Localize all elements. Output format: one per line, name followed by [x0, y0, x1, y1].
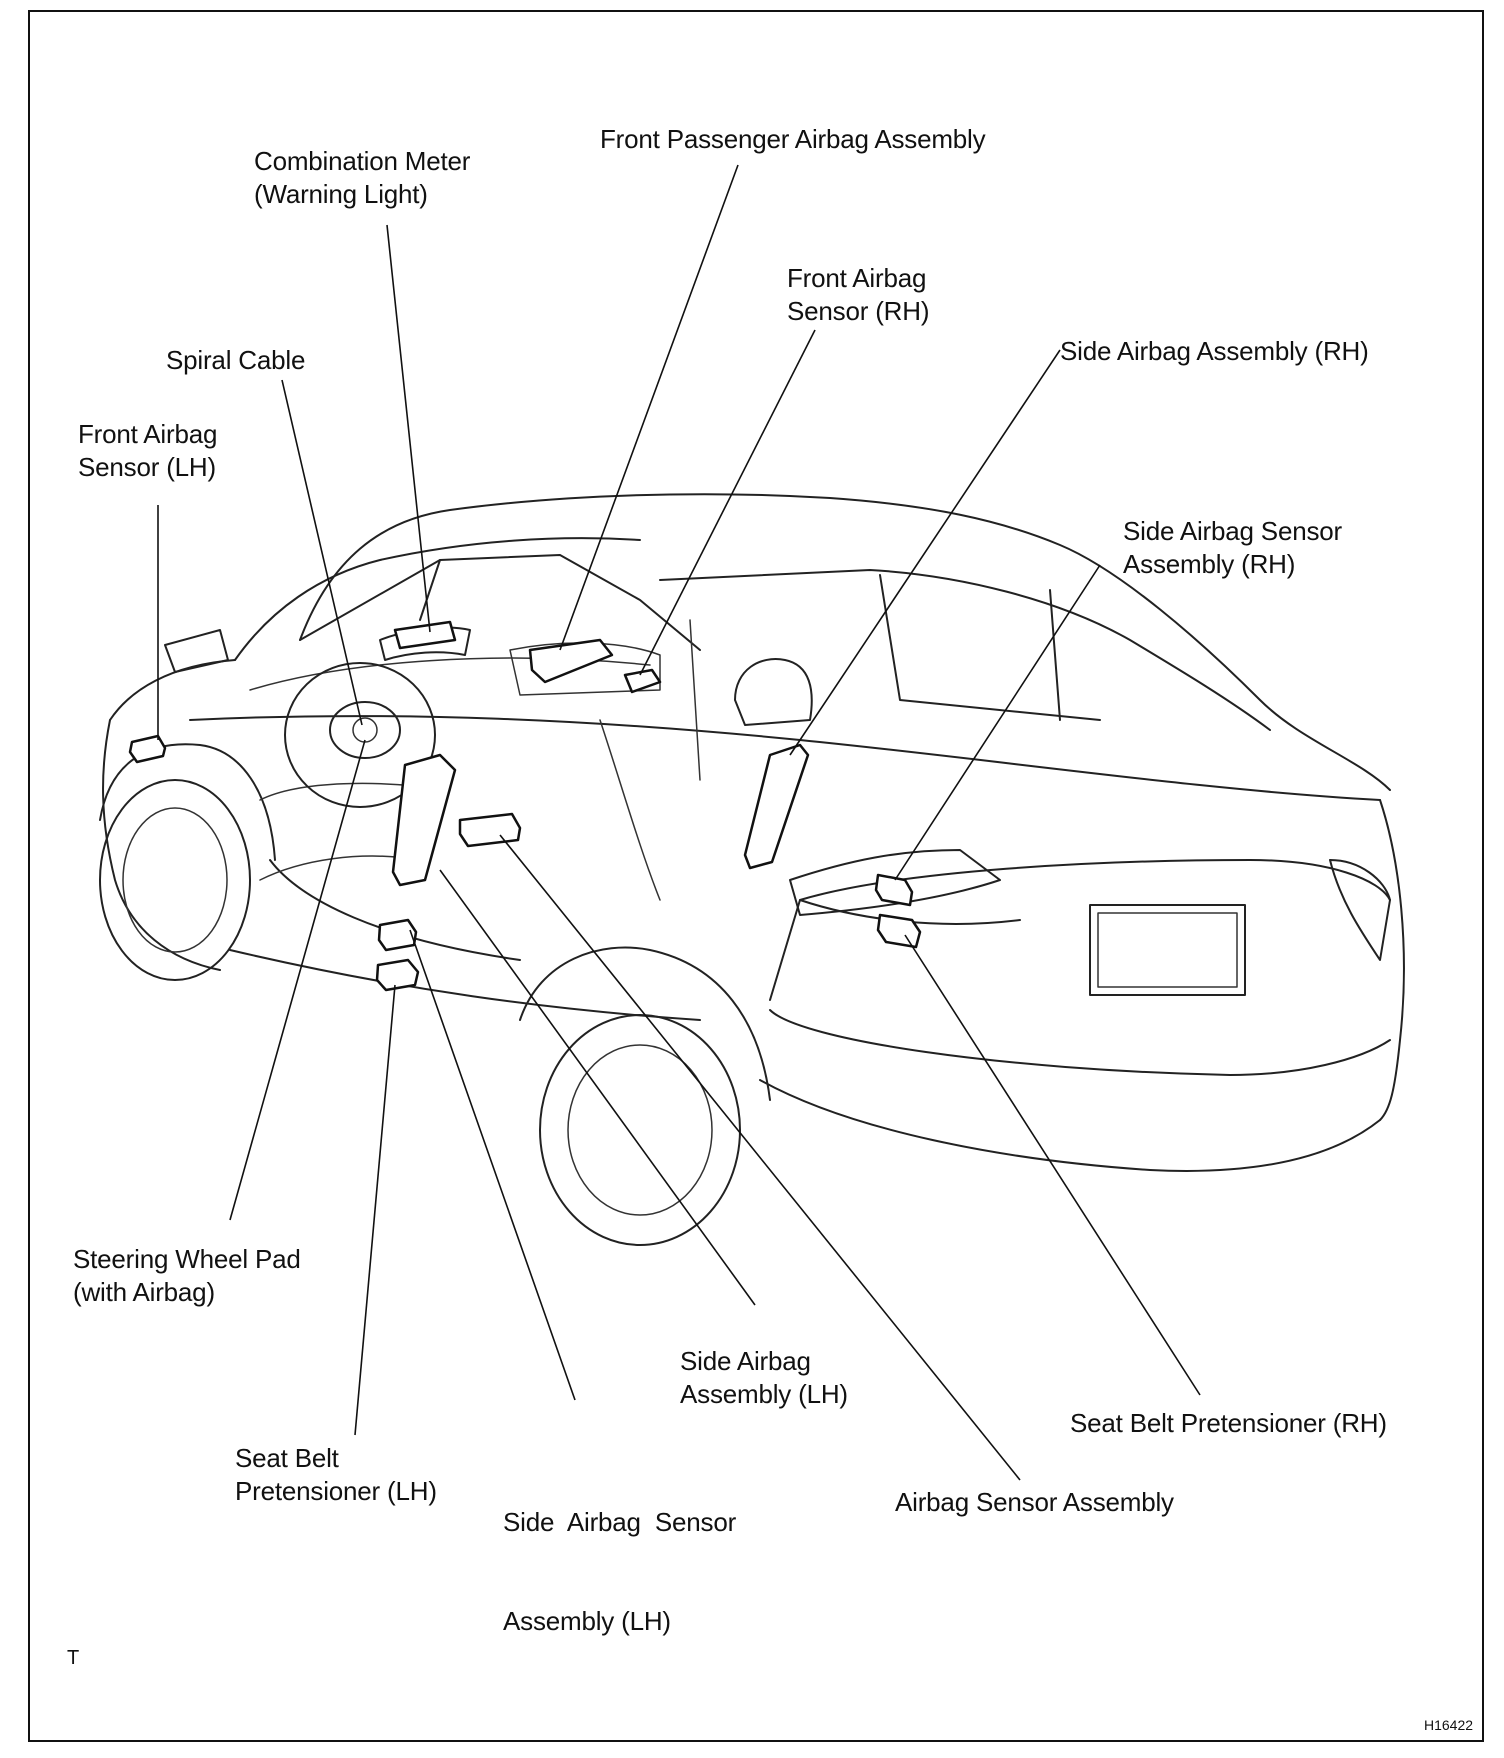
leader-front-passenger-airbag — [559, 164, 739, 651]
seat-belt-pretensioner-lh-shape — [375, 958, 420, 992]
airbag-components — [128, 620, 922, 992]
label-line: Pretensioner (LH) — [235, 1476, 437, 1506]
label-combination-meter: Combination Meter (Warning Light) — [254, 145, 470, 211]
label-steering-wheel-pad: Steering Wheel Pad (with Airbag) — [73, 1243, 301, 1309]
seat-belt-pretensioner-lh-top-shape — [377, 918, 418, 952]
leader-side-airbag-assembly-rh — [789, 349, 1061, 756]
corner-mark: T — [67, 1647, 80, 1669]
leader-side-airbag-sensor-rh — [894, 564, 1101, 881]
label-line: Front Passenger Airbag Assembly — [600, 124, 986, 154]
label-line: Front Airbag — [787, 263, 927, 293]
side-airbag-assembly-lh-shape — [391, 753, 457, 887]
label-front-airbag-sensor-lh: Front Airbag Sensor (LH) — [78, 418, 217, 484]
label-side-airbag-assembly-lh: Side Airbag Assembly (LH) — [680, 1345, 848, 1411]
leader-steering-wheel-pad — [229, 739, 366, 1221]
label-seat-belt-pretensioner-rh: Seat Belt Pretensioner (RH) — [1070, 1407, 1387, 1440]
airbag-sensor-assembly-shape — [458, 812, 522, 848]
front-airbag-sensor-rh-shape — [623, 668, 662, 694]
label-line: Assembly (LH) — [503, 1606, 671, 1636]
label-line: Side Airbag Assembly (RH) — [1060, 336, 1369, 366]
leader-airbag-sensor-assembly — [499, 834, 1021, 1481]
leader-side-airbag-sensor-lh — [409, 929, 576, 1401]
leader-spiral-cable — [281, 379, 363, 726]
label-line: Sensor (LH) — [78, 452, 216, 482]
leader-lines — [157, 164, 1201, 1481]
label-line: (with Airbag) — [73, 1277, 215, 1307]
car-body — [99, 493, 1405, 1246]
front-airbag-sensor-lh-shape — [128, 734, 167, 764]
label-side-airbag-sensor-lh: Side Airbag Sensor Assembly (LH) — [503, 1440, 736, 1671]
front-passenger-airbag-shape — [528, 638, 614, 684]
label-seat-belt-pretensioner-lh: Seat Belt Pretensioner (LH) — [235, 1442, 437, 1508]
label-line: Assembly (RH) — [1123, 549, 1296, 579]
leader-combination-meter — [386, 224, 431, 633]
label-line: Seat Belt Pretensioner (RH) — [1070, 1408, 1387, 1438]
leader-seat-belt-pretensioner-lh — [354, 984, 396, 1436]
label-line: Spiral Cable — [166, 345, 306, 375]
label-line: Side Airbag Sensor — [1123, 516, 1342, 546]
label-line: Front Airbag — [78, 419, 218, 449]
label-line: Assembly (LH) — [680, 1379, 848, 1409]
label-airbag-sensor-assembly: Airbag Sensor Assembly — [895, 1486, 1174, 1519]
combination-meter-shape — [393, 620, 457, 650]
label-line: Side Airbag — [680, 1346, 811, 1376]
label-side-airbag-assembly-rh: Side Airbag Assembly (RH) — [1060, 335, 1369, 368]
leader-side-airbag-assembly-lh — [439, 869, 756, 1306]
side-airbag-sensor-rh-shape — [874, 873, 914, 907]
label-line: Steering Wheel Pad — [73, 1244, 301, 1274]
label-side-airbag-sensor-rh: Side Airbag Sensor Assembly (RH) — [1123, 515, 1342, 581]
label-line: Airbag Sensor Assembly — [895, 1487, 1174, 1517]
leader-front-airbag-sensor-rh — [639, 329, 816, 676]
seat-belt-pretensioner-rh-shape — [876, 913, 922, 949]
label-line: Seat Belt — [235, 1443, 339, 1473]
label-line: (Warning Light) — [254, 179, 428, 209]
label-line: Side Airbag Sensor — [503, 1507, 737, 1537]
label-line: Sensor (RH) — [787, 296, 930, 326]
leader-seat-belt-pretensioner-rh — [904, 934, 1201, 1396]
label-line: Combination Meter — [254, 146, 471, 176]
label-front-airbag-sensor-rh: Front Airbag Sensor (RH) — [787, 262, 929, 328]
figure-code: H16422 — [1424, 1717, 1474, 1733]
side-airbag-assembly-rh-shape — [743, 743, 810, 870]
label-front-passenger-airbag: Front Passenger Airbag Assembly — [600, 123, 986, 156]
diagram-frame — [28, 10, 1484, 1742]
label-spiral-cable: Spiral Cable — [166, 344, 305, 377]
